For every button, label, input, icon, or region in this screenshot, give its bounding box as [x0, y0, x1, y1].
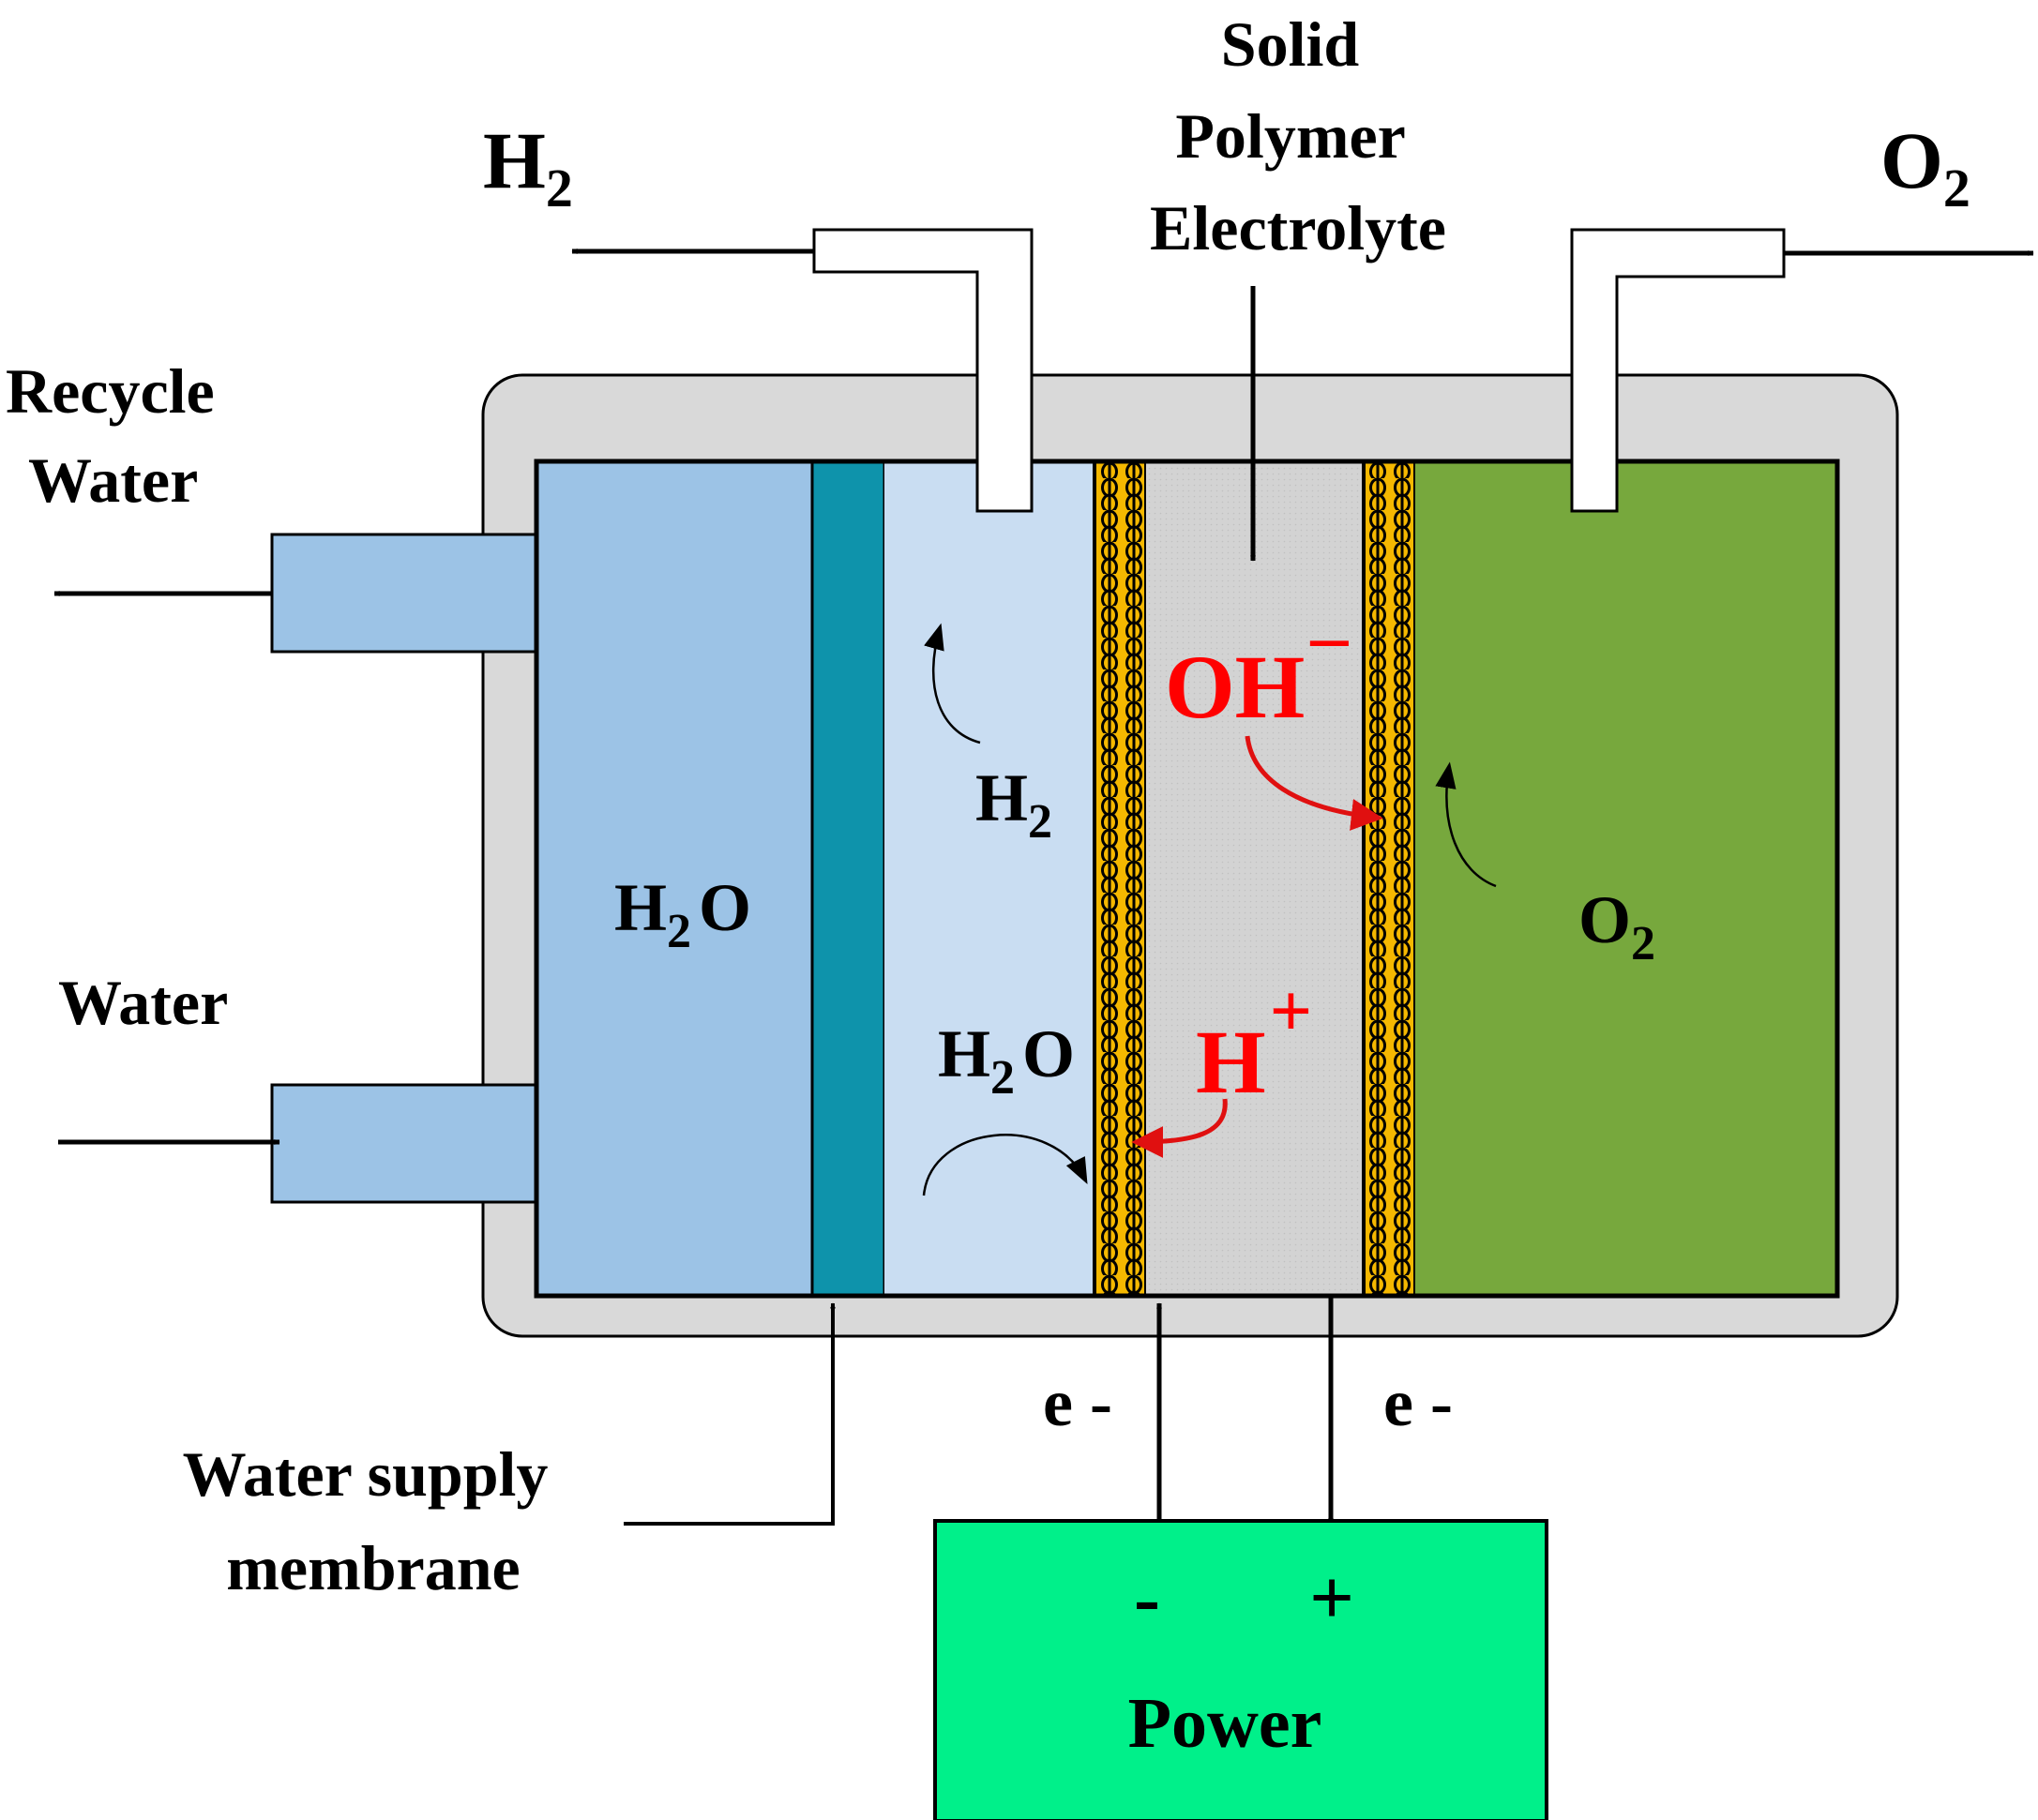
h2o-curved-arrow-icon [922, 1134, 1088, 1196]
h2-outlet-pipe [812, 228, 1034, 513]
electron-left-label: e - [1043, 1365, 1112, 1440]
recycle-water-label: Recycle Water [6, 355, 231, 516]
cathode-h2-label: H2 [975, 760, 1052, 849]
membrane-pointer-arrow-icon [624, 1302, 836, 1526]
electron-right-label: e - [1383, 1365, 1453, 1440]
power-supply-box [933, 1519, 1548, 1820]
h-ion-label: H+ [1196, 970, 1312, 1112]
water-chamber [536, 461, 813, 1296]
o2-outlet-pipe [1570, 228, 1786, 513]
water-supply-membrane [810, 459, 886, 1298]
h2-rise-curved-arrow-icon [924, 623, 981, 745]
anode-electrode [1362, 459, 1417, 1298]
water-inlet-label: Water [58, 967, 228, 1038]
cell-outline [534, 459, 1840, 1299]
oh-ion-curved-arrow-icon [1245, 735, 1383, 831]
recycle-water-outlet-tube [270, 533, 540, 654]
water-inlet-tube [270, 1083, 540, 1204]
water-supply-membrane-label: Water supply membrane [183, 1438, 565, 1603]
h2-outlet-label: H2 [483, 115, 573, 218]
power-positive-terminal: + [1309, 1555, 1354, 1642]
power-negative-terminal: - [1134, 1555, 1160, 1642]
power-label: Power [1128, 1684, 1322, 1763]
o2-outlet-label: O2 [1880, 115, 1970, 218]
solid-polymer-electrolyte-label: Solid Polymer Electrolyte [1150, 8, 1446, 263]
solid-polymer-electrolyte [1146, 461, 1364, 1296]
cathode-chamber [884, 461, 1094, 1296]
anode-chamber [1415, 461, 1837, 1296]
cathode-electrode [1093, 459, 1148, 1298]
o2-curved-arrow-icon [1435, 761, 1497, 888]
anode-o2-label: O2 [1578, 882, 1655, 970]
h-ion-curved-arrow-icon [1131, 1098, 1228, 1158]
oh-ion-label: OH– [1165, 595, 1349, 737]
